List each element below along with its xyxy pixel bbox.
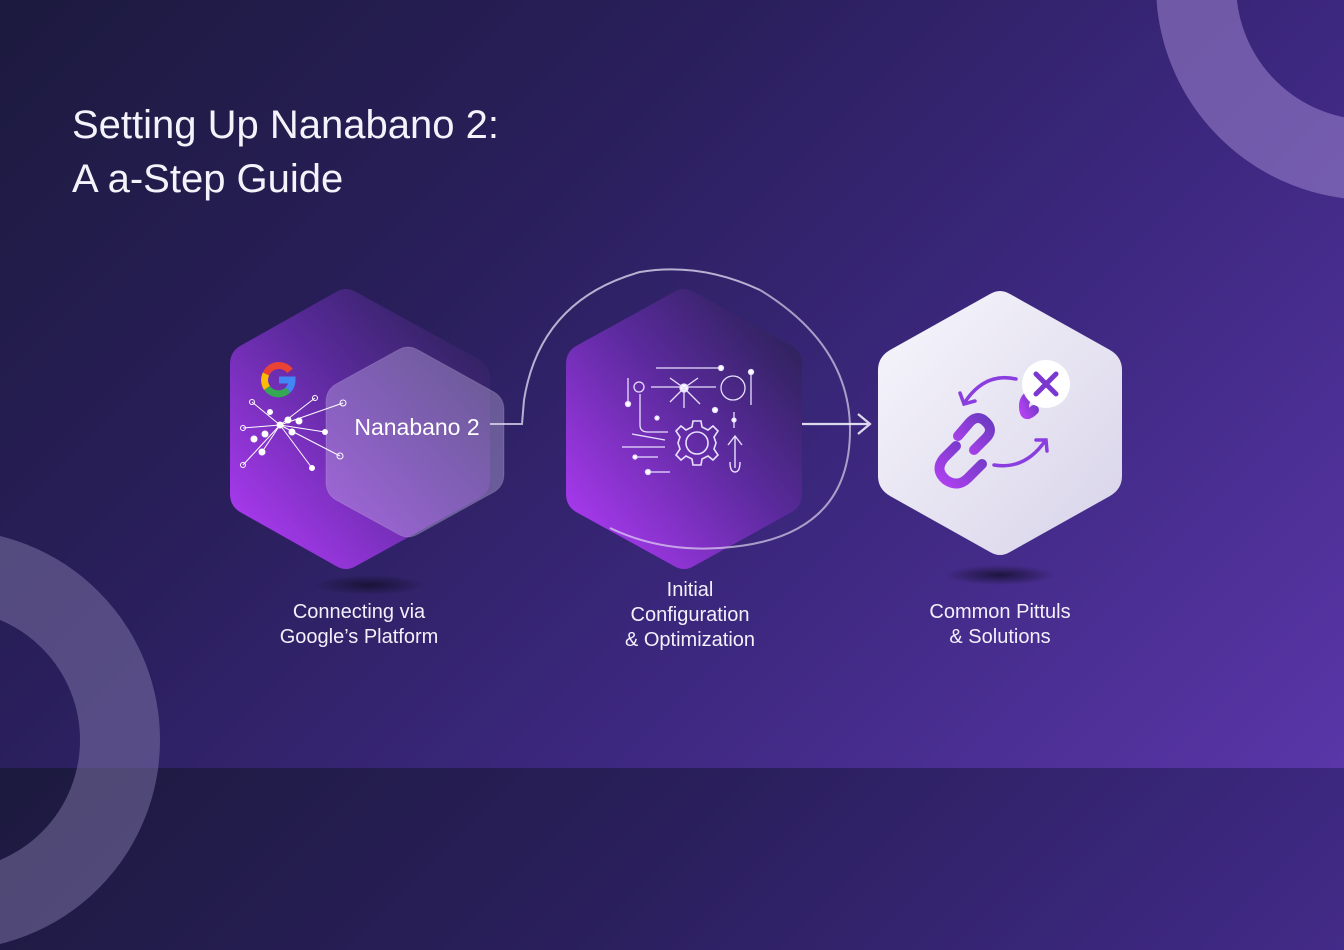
shadow — [945, 565, 1055, 585]
orbit-line — [609, 289, 852, 550]
network-graph-icon — [240, 395, 347, 471]
step-2-label-line-2: Configuration — [630, 604, 750, 626]
step-1-label-line-1: Connecting via — [292, 601, 426, 623]
title-line-2: A a-Step Guide — [72, 157, 344, 201]
nanabano-overlay-hexagon — [325, 346, 505, 538]
step-1-label: Connecting via Google’s Platform — [239, 600, 479, 650]
gear-icon — [674, 420, 720, 466]
step-2-label-line-3: & Optimization — [624, 629, 756, 651]
step-3-hexagon[interactable] — [878, 291, 1122, 555]
step-1-hexagon[interactable] — [230, 289, 505, 569]
arrow-right-icon — [802, 413, 872, 435]
title-line-1: Setting Up Nanabano 2: — [72, 103, 499, 147]
step-diagram — [230, 268, 1122, 595]
step-2-label-line-1: Initial — [666, 579, 714, 601]
page-title: Setting Up Nanabano 2: A a-Step Guide — [72, 98, 499, 206]
step-3-label-line-1: Common Pittuls — [929, 601, 1071, 623]
cycle-arrows-icon — [958, 376, 1049, 468]
step-3-label: Common Pittuls & Solutions — [880, 600, 1120, 650]
step-1-label-line-2: Google’s Platform — [279, 626, 439, 648]
google-logo-icon — [261, 362, 296, 398]
upload-arrow-icon — [727, 434, 743, 473]
close-icon[interactable] — [1022, 360, 1070, 408]
step-2-hexagon[interactable] — [566, 289, 802, 569]
circuit-icon — [622, 364, 755, 476]
connector-line — [490, 268, 761, 425]
shadow — [315, 575, 425, 595]
step-2-label: Initial Configuration & Optimization — [570, 578, 810, 653]
nanabano-overlay-text: Nanabano 2 — [354, 414, 480, 440]
step-3-label-line-2: & Solutions — [949, 626, 1051, 648]
